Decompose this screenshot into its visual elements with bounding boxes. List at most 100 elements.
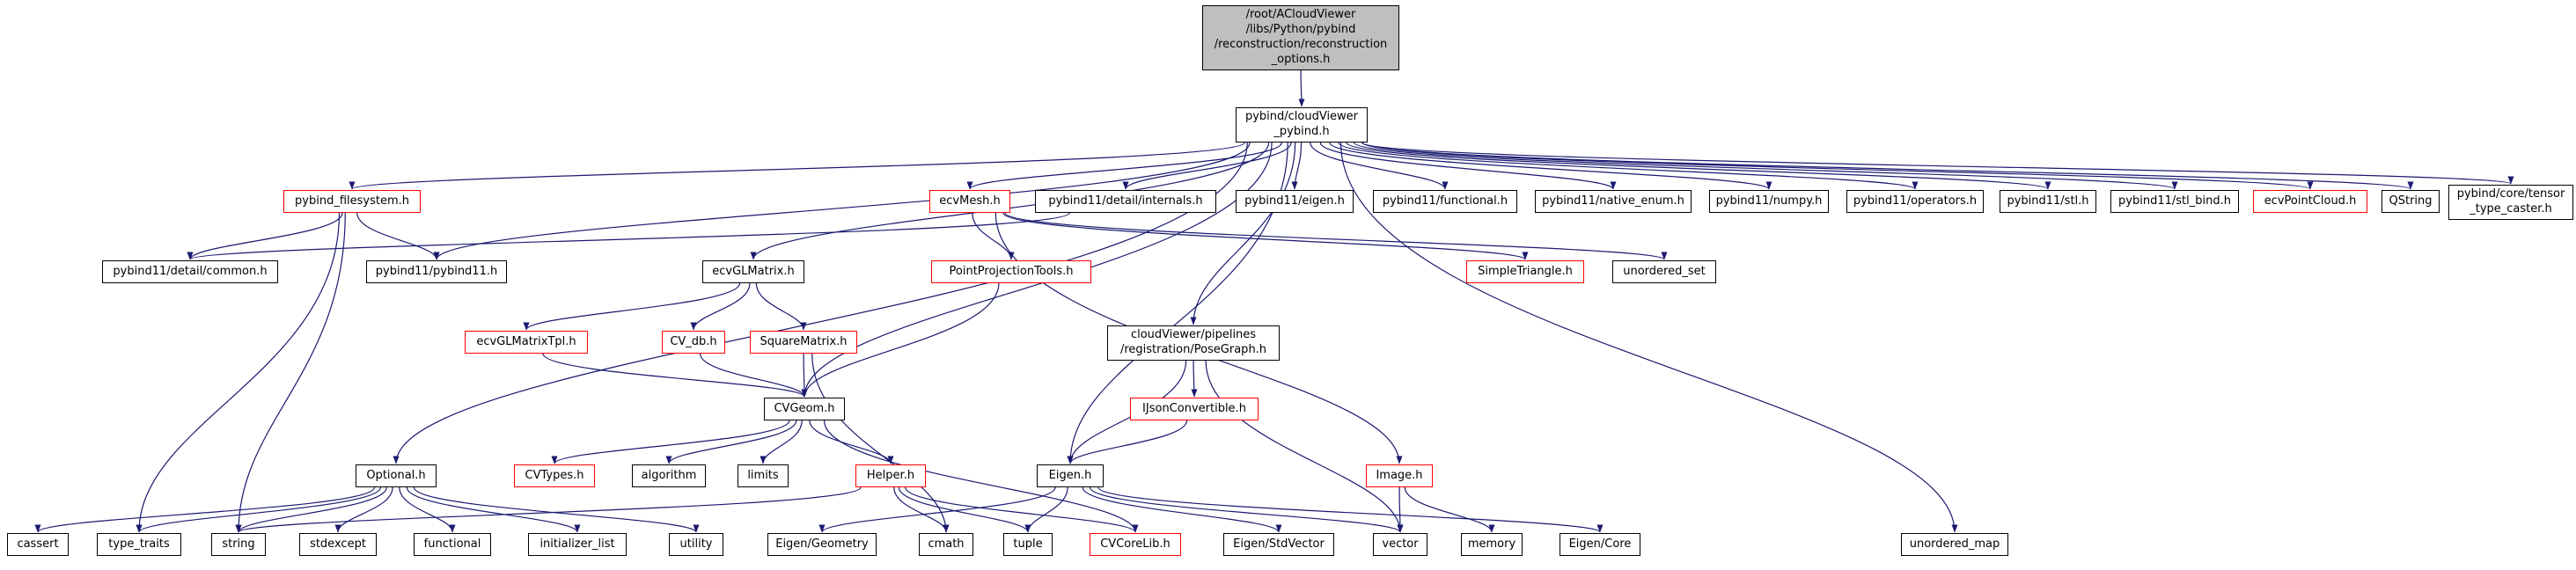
graph-node-glmTpl[interactable]: ecvGLMatrixTpl.h xyxy=(465,331,588,354)
edge-helper-to-cvcorelib xyxy=(905,486,1139,533)
edge-pybind-to-internals xyxy=(1122,142,1292,190)
graph-node-py_eigen: pybind11/eigen.h xyxy=(1236,190,1354,213)
edge-pybind-to-ecvGLMatrix xyxy=(750,142,1270,260)
graph-node-py_stl_bind: pybind11/stl_bind.h xyxy=(2110,190,2239,213)
edge-cvgeom-to-helper xyxy=(809,420,894,464)
edge-ppt-to-cvgeom xyxy=(801,282,1000,398)
graph-node-py_numpy: pybind11/numpy.h xyxy=(1709,190,1829,213)
graph-node-limits: limits xyxy=(738,464,789,487)
edge-optional-to-cassert xyxy=(34,486,376,533)
edge-eigen-to-eigen_core xyxy=(1097,486,1604,533)
graph-node-posegraph[interactable]: cloudViewer/pipelines /registration/Pose… xyxy=(1107,325,1280,361)
graph-node-stdexcept: stdexcept xyxy=(299,533,377,556)
edge-optional-to-stdexcept xyxy=(334,486,393,533)
edge-cvgeom-to-algorithm xyxy=(665,420,797,464)
graph-node-initializer_list: initializer_list xyxy=(528,533,627,556)
edge-posegraph-to-eigen xyxy=(1067,360,1187,464)
graph-node-cvdb[interactable]: CV_db.h xyxy=(662,331,725,354)
graph-node-tensor_caster[interactable]: pybind/core/tensor _type_caster.h xyxy=(2448,185,2573,220)
edge-ecvGLMatrix-to-cvdb xyxy=(690,282,751,331)
edge-cvdb-to-cvgeom xyxy=(699,353,808,398)
edge-optional-to-initializer_list xyxy=(406,486,581,533)
graph-node-qstring: QString xyxy=(2382,190,2440,213)
graph-node-eigen_stdvector: Eigen/StdVector xyxy=(1223,533,1334,556)
edge-fs-to-type_traits xyxy=(136,212,341,533)
graph-node-cvcorelib[interactable]: CVCoreLib.h xyxy=(1090,533,1181,556)
graph-node-internals: pybind11/detail/internals.h xyxy=(1035,190,1216,213)
graph-node-ijson[interactable]: IJsonConvertible.h xyxy=(1130,398,1259,420)
graph-node-algorithm: algorithm xyxy=(632,464,706,487)
graph-node-ecvMesh[interactable]: ecvMesh.h xyxy=(929,190,1010,213)
edge-pybind-to-py_operators xyxy=(1338,142,1919,190)
edge-helper-to-string xyxy=(235,486,862,533)
edge-helper-to-cmath xyxy=(893,486,950,533)
edge-posegraph-to-ijson xyxy=(1191,360,1198,398)
edge-ecvMesh-to-uset xyxy=(1004,212,1668,260)
graph-node-sqm[interactable]: SquareMatrix.h xyxy=(750,331,857,354)
edge-internals-to-common xyxy=(187,212,1070,260)
edge-pybind-to-fs xyxy=(349,142,1245,190)
edge-pybind-to-py_functional xyxy=(1310,142,1449,190)
graph-node-simpleTri[interactable]: SimpleTriangle.h xyxy=(1466,260,1584,283)
edge-root-to-pybind xyxy=(1298,69,1305,107)
graph-node-string: string xyxy=(211,533,266,556)
graph-node-helper[interactable]: Helper.h xyxy=(855,464,926,487)
graph-node-vector: vector xyxy=(1373,533,1427,556)
graph-node-cmath: cmath xyxy=(919,533,973,556)
graph-node-optional[interactable]: Optional.h xyxy=(356,464,437,487)
edge-pybind-to-posegraph xyxy=(1190,142,1296,325)
edge-cvgeom-to-cvtypes xyxy=(551,420,790,464)
edge-pybind-to-py_native_enum xyxy=(1319,142,1617,190)
edge-cvgeom-to-limits xyxy=(760,420,803,464)
edge-eigen-to-vector xyxy=(1089,486,1404,533)
edge-sqm-to-cmath xyxy=(811,353,950,533)
graph-node-root: /root/ACloudViewer /libs/Python/pybind /… xyxy=(1202,5,1399,70)
graph-node-utility: utility xyxy=(669,533,723,556)
edge-ecvGLMatrix-to-sqm xyxy=(755,282,807,331)
graph-node-uset: unordered_set xyxy=(1612,260,1716,283)
graph-node-functional: functional xyxy=(414,533,491,556)
edge-pybind-to-unordered_map xyxy=(1339,142,1958,533)
graph-node-ecvGLMatrix[interactable]: ecvGLMatrix.h xyxy=(702,260,804,283)
edge-pybind-to-py_stl_bind xyxy=(1353,142,2178,190)
edge-pybind-to-ecvPointCloud xyxy=(1361,142,2313,190)
edge-optional-to-type_traits xyxy=(136,486,382,533)
graph-node-pybind[interactable]: pybind/cloudViewer _pybind.h xyxy=(1236,107,1368,142)
edge-ecvGLMatrix-to-glmTpl xyxy=(523,282,741,331)
edge-cvgeom-to-cvcorelib xyxy=(823,420,1139,533)
graph-node-py_operators: pybind11/operators.h xyxy=(1846,190,1984,213)
graph-node-cvgeom[interactable]: CVGeom.h xyxy=(764,398,845,420)
graph-node-type_traits: type_traits xyxy=(97,533,181,556)
edge-pybind-to-py11 xyxy=(433,142,1251,260)
graph-node-ecvPointCloud[interactable]: ecvPointCloud.h xyxy=(2253,190,2367,213)
edge-helper-to-tuple xyxy=(898,486,1031,533)
edge-fs-to-string xyxy=(235,212,346,533)
edge-optional-to-functional xyxy=(399,486,456,533)
graph-node-eigen_core: Eigen/Core xyxy=(1560,533,1640,556)
edge-ijson-to-eigen xyxy=(1067,420,1188,464)
graph-node-py_stl: pybind11/stl.h xyxy=(2000,190,2096,213)
edge-image-to-memory xyxy=(1404,486,1495,533)
graph-node-eigen[interactable]: Eigen.h xyxy=(1037,464,1104,487)
edge-pybind-to-tensor_caster xyxy=(1361,142,2514,185)
edge-image-to-vector xyxy=(1397,486,1404,533)
edge-pybind-to-qstring xyxy=(1361,142,2413,190)
edge-fs-to-py11 xyxy=(356,212,440,260)
graph-node-ppt[interactable]: PointProjectionTools.h xyxy=(931,260,1091,283)
edge-eigen-to-eigen_stdvector xyxy=(1082,486,1282,533)
edge-eigen-to-tuple xyxy=(1024,486,1068,533)
graph-node-py_functional: pybind11/functional.h xyxy=(1373,190,1517,213)
edge-pybind-to-py_stl xyxy=(1346,142,2051,190)
edge-ecvMesh-to-ppt xyxy=(972,212,1015,260)
graph-node-py11: pybind11/pybind11.h xyxy=(366,260,507,283)
graph-node-cvtypes[interactable]: CVTypes.h xyxy=(514,464,595,487)
edge-eigen-to-eigen_geometry xyxy=(818,486,1056,533)
edge-ecvMesh-to-simpleTri xyxy=(1002,212,1529,260)
graph-node-fs[interactable]: pybind_filesystem.h xyxy=(283,190,421,213)
graph-node-eigen_geometry: Eigen/Geometry xyxy=(767,533,877,556)
graph-node-cassert: cassert xyxy=(7,533,69,556)
edge-fs-to-common xyxy=(187,212,343,260)
graph-node-image[interactable]: Image.h xyxy=(1366,464,1433,487)
